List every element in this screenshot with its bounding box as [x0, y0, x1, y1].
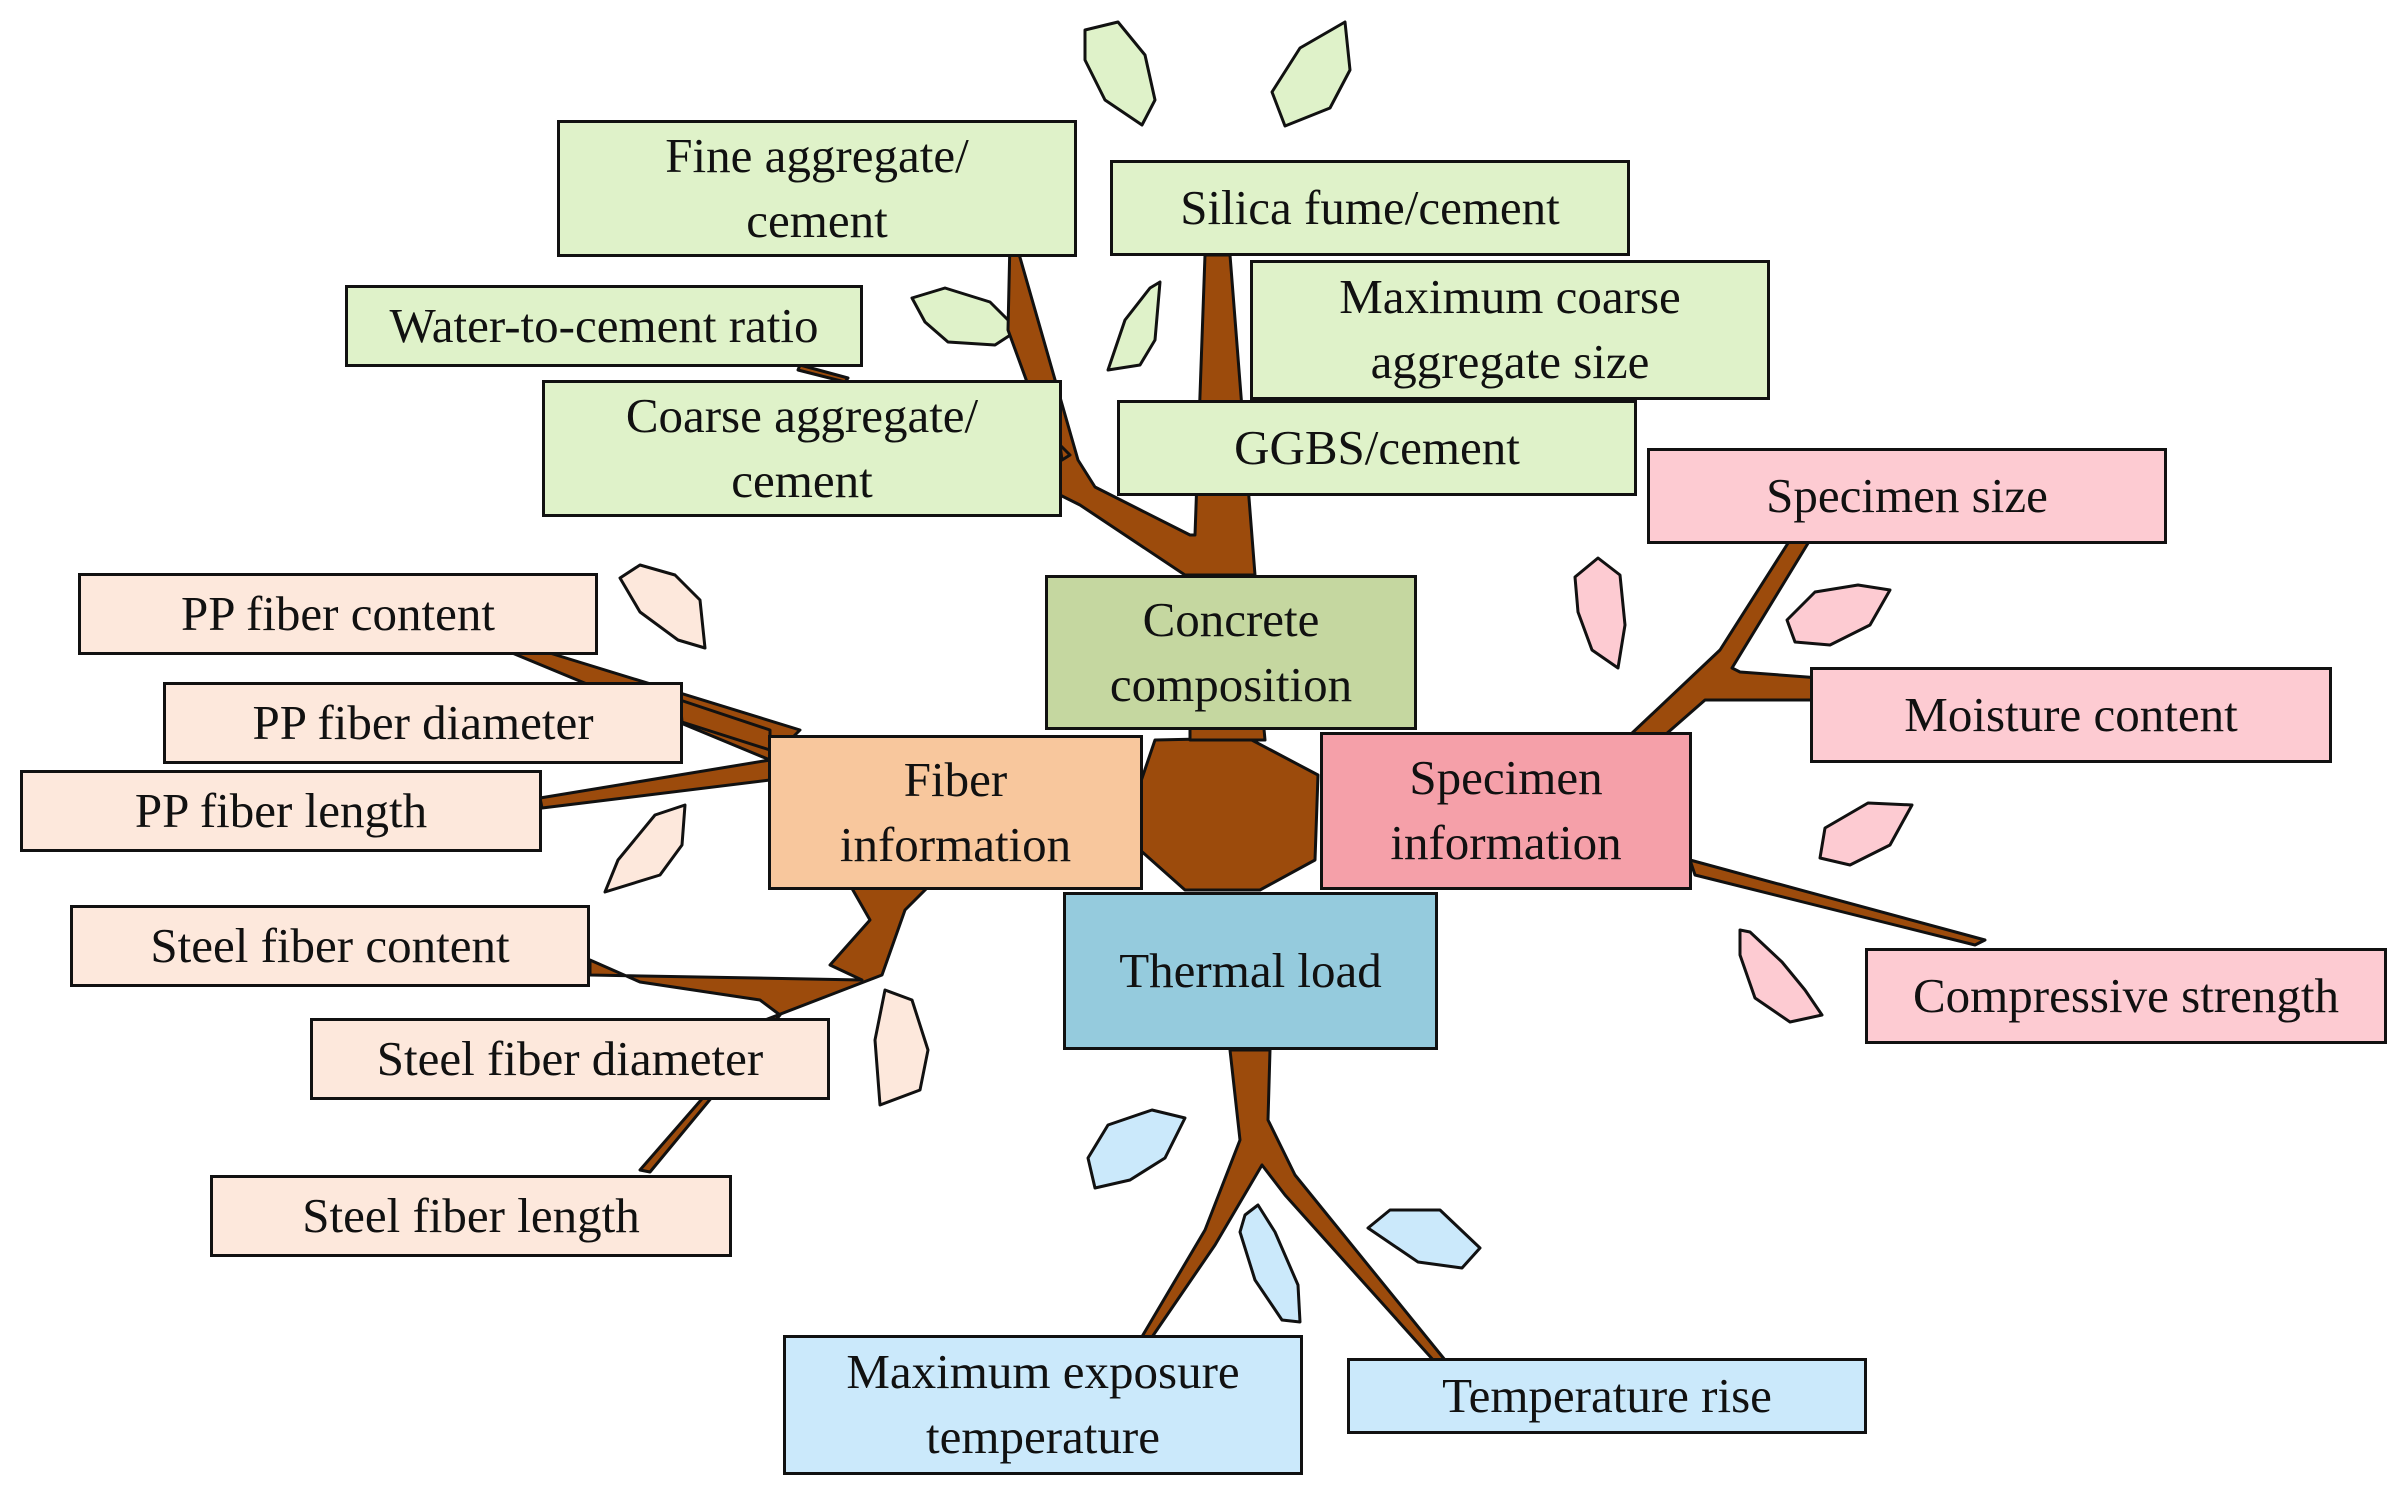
leaf-blue-1 [1086, 1108, 1187, 1190]
specimen-information-box: Specimen information [1320, 732, 1692, 890]
steel-fiber-diameter-box: Steel fiber diameter [310, 1018, 830, 1100]
max-exposure-temp-label: Maximum exposure temperature [846, 1344, 1240, 1464]
moisture-content-label: Moisture content [1904, 686, 2238, 742]
leaves [603, 20, 1914, 1324]
compressive-strength-label: Compressive strength [1913, 967, 2339, 1023]
leaf-blue-3 [1366, 1208, 1482, 1270]
leaf-pink-1 [1573, 556, 1627, 670]
fine-aggregate-label: Fine aggregate/ cement [665, 127, 969, 248]
max-exposure-temp-box: Maximum exposure temperature [783, 1335, 1303, 1475]
pp-fiber-content-box: PP fiber content [78, 573, 598, 655]
pp-fiber-length-label: PP fiber length [134, 782, 428, 838]
leaf-blue-2 [1238, 1203, 1302, 1324]
branch-pp-length [538, 758, 772, 810]
moisture-content-box: Moisture content [1810, 667, 2332, 763]
pp-fiber-diameter-label: PP fiber diameter [252, 694, 594, 750]
branch-strength [1688, 858, 1987, 947]
silica-fume-box: Silica fume/cement [1110, 160, 1630, 256]
trunk [1136, 736, 1320, 892]
max-coarse-label: Maximum coarse aggregate size [1339, 269, 1681, 389]
branch-steel [588, 883, 932, 1174]
coarse-aggregate-label: Coarse aggregate/ cement [625, 387, 979, 508]
fiber-information-label: Fiber information [839, 751, 1072, 872]
steel-fiber-length-box: Steel fiber length [210, 1175, 732, 1257]
leaf-green-4 [1106, 280, 1162, 372]
fine-aggregate-box: Fine aggregate/ cement [557, 120, 1077, 257]
concrete-composition-label: Concrete composition [1109, 591, 1353, 712]
temperature-rise-label: Temperature rise [1442, 1367, 1772, 1423]
leaf-peach-2 [603, 803, 687, 894]
leaf-green-3 [910, 286, 1020, 347]
leaf-green-1 [1083, 20, 1157, 127]
compressive-strength-box: Compressive strength [1865, 948, 2387, 1044]
thermal-load-box: Thermal load [1063, 892, 1438, 1050]
ggbs-box: GGBS/cement [1117, 400, 1637, 496]
branch-thermal [1138, 1048, 1447, 1364]
pp-fiber-content-label: PP fiber content [181, 585, 495, 641]
ggbs-label: GGBS/cement [1234, 419, 1520, 475]
leaf-pink-2 [1785, 583, 1892, 647]
temperature-rise-box: Temperature rise [1347, 1358, 1867, 1434]
branch-specimen-size [1628, 538, 1822, 737]
leaf-pink-3 [1818, 801, 1914, 867]
steel-fiber-content-label: Steel fiber content [150, 917, 510, 973]
fiber-information-box: Fiber information [768, 735, 1143, 890]
water-cement-box: Water-to-cement ratio [345, 285, 863, 367]
specimen-size-box: Specimen size [1647, 448, 2167, 544]
thermal-load-label: Thermal load [1119, 942, 1382, 998]
leaf-peach-3 [873, 988, 930, 1107]
pp-fiber-diameter-box: PP fiber diameter [163, 682, 683, 764]
leaf-green-2 [1270, 20, 1352, 128]
leaf-pink-4 [1738, 928, 1824, 1024]
steel-fiber-content-box: Steel fiber content [70, 905, 590, 987]
leaf-peach-1 [618, 563, 707, 650]
coarse-aggregate-box: Coarse aggregate/ cement [542, 380, 1062, 517]
max-coarse-box: Maximum coarse aggregate size [1250, 260, 1770, 400]
pp-fiber-length-box: PP fiber length [20, 770, 542, 852]
water-cement-label: Water-to-cement ratio [389, 297, 819, 353]
concrete-composition-box: Concrete composition [1045, 575, 1417, 730]
steel-fiber-length-label: Steel fiber length [302, 1187, 640, 1243]
steel-fiber-diameter-label: Steel fiber diameter [376, 1030, 764, 1086]
specimen-size-label: Specimen size [1766, 467, 2048, 523]
specimen-information-label: Specimen information [1390, 750, 1622, 870]
silica-fume-label: Silica fume/cement [1180, 179, 1560, 235]
